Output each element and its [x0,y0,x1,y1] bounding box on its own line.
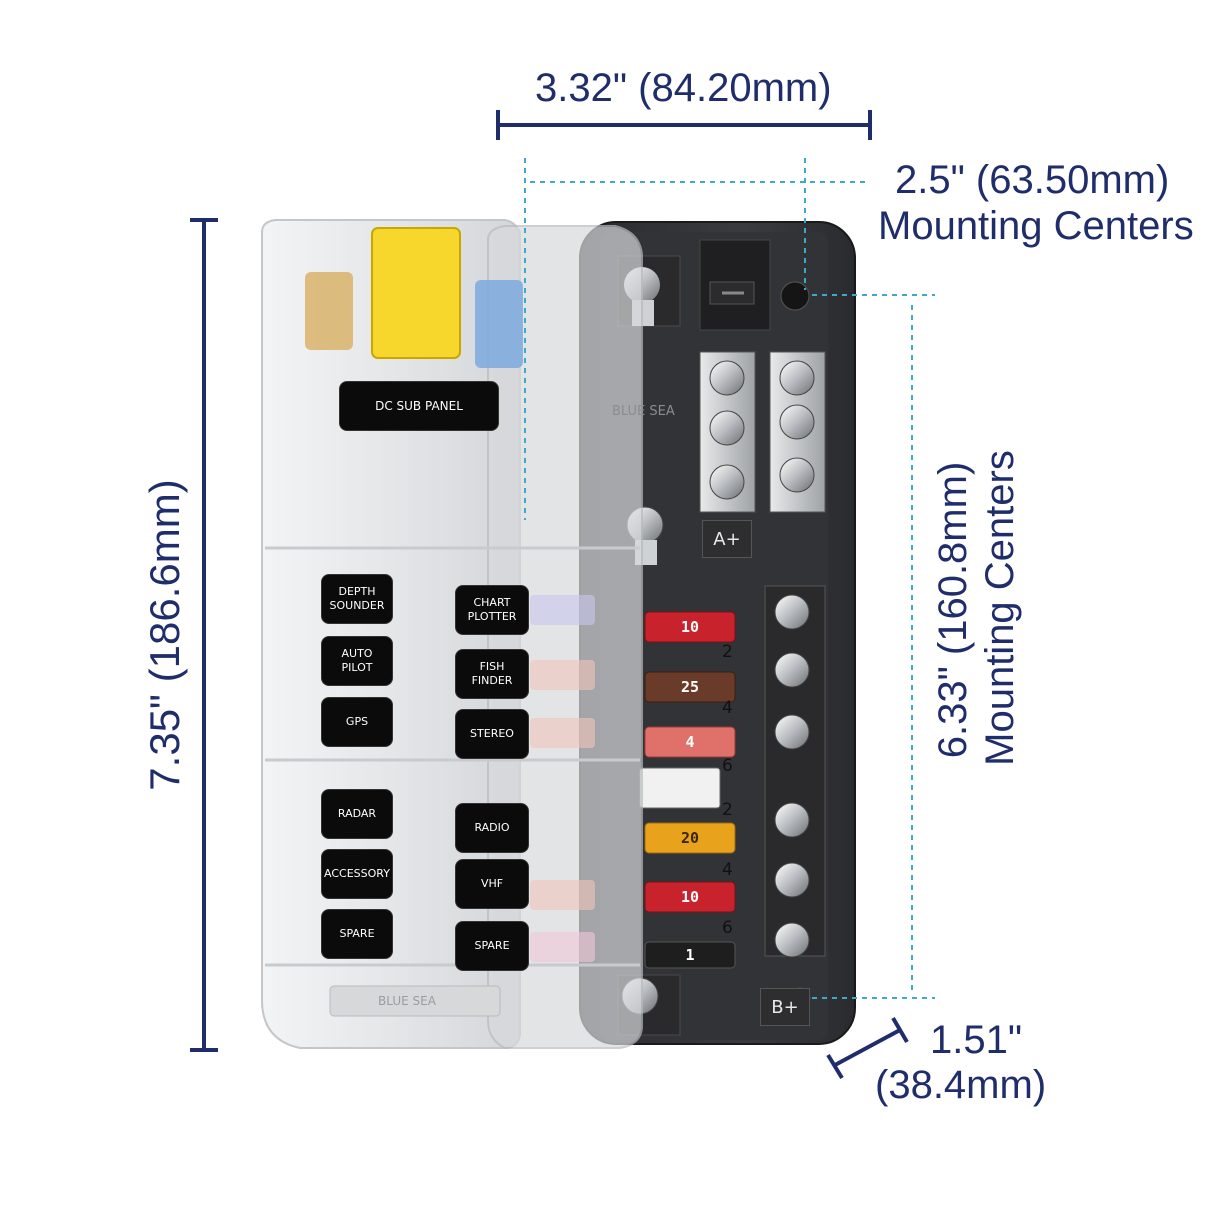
dimension-lines [190,110,909,1080]
spare-fuse-blue [475,280,523,368]
height-dimension-label: 7.35" (186.6mm) [141,479,188,791]
fuse-3 [644,726,736,758]
circuit-label-radio: RADIO [456,804,528,852]
width-dimension-label: 3.32" (84.20mm) [535,66,832,110]
fuse-position-6a: 6 [722,756,733,776]
circuit-label-spare-right: SPARE [456,922,528,970]
fuse-rating-2: 25 [680,678,700,696]
circuit-label-fish-finder: FISH FINDER [456,650,528,698]
mounting-height-label: 6.33" (160.8mm) [931,461,975,759]
fuse-position-6b: 6 [722,918,733,938]
fuse-rating-6: 1 [685,946,695,964]
fuse-rating-1: 10 [680,618,700,636]
fuse-position-2b: 2 [722,800,733,820]
fuse-position-4b: 4 [722,860,733,880]
fuse-terminals [764,585,826,958]
upper-bus-bars [699,351,826,513]
bus-a-label: A+ [702,520,752,558]
circuit-label-auto-pilot: AUTO PILOT [322,637,392,685]
fuse-blade [639,767,721,809]
cover-title-label: DC SUB PANEL [340,382,498,430]
fuse-position-4a: 4 [722,698,733,718]
fuse-2 [644,671,736,703]
bus-b-label: B+ [760,988,810,1026]
circuit-label-accessory: ACCESSORY [322,850,392,898]
circuit-label-gps: GPS [322,698,392,746]
circuit-label-radar: RADAR [322,790,392,838]
circuit-label-vhf: VHF [456,860,528,908]
cover-logo-plate [329,985,501,1017]
mounting-width-caption: Mounting Centers [878,204,1194,248]
mounting-width-label: 2.5" (63.50mm) [895,158,1170,202]
fuse-rating-5: 10 [680,888,700,906]
circuit-label-spare-left: SPARE [322,910,392,958]
spare-fuse-amber [305,272,353,350]
circuit-label-depth-sounder: DEPTH SOUNDER [322,575,392,623]
depth-dimension-mm: (38.4mm) [875,1063,1047,1107]
cover-brand-text: BLUE SEA [378,994,436,1008]
fuse-4 [644,822,736,854]
mounting-height-caption: Mounting Centers [978,450,1022,766]
circuit-label-chart-plotter: CHART PLOTTER [456,586,528,634]
guide-lines [524,158,935,999]
fuses [639,611,736,969]
block-brand-text: BLUE SEA [612,404,675,419]
fuse-position-2a: 2 [722,642,733,662]
circuit-label-stereo: STEREO [456,710,528,758]
clear-cover [261,219,643,1049]
spare-fuse-yellow [371,227,461,359]
fuse-6 [644,941,736,969]
depth-dimension-label: 1.51" [930,1018,1023,1062]
fuse-5 [644,881,736,913]
fuse-1 [644,611,736,643]
fuse-rating-4: 20 [680,829,700,847]
fuse-rating-3: 4 [685,733,695,751]
